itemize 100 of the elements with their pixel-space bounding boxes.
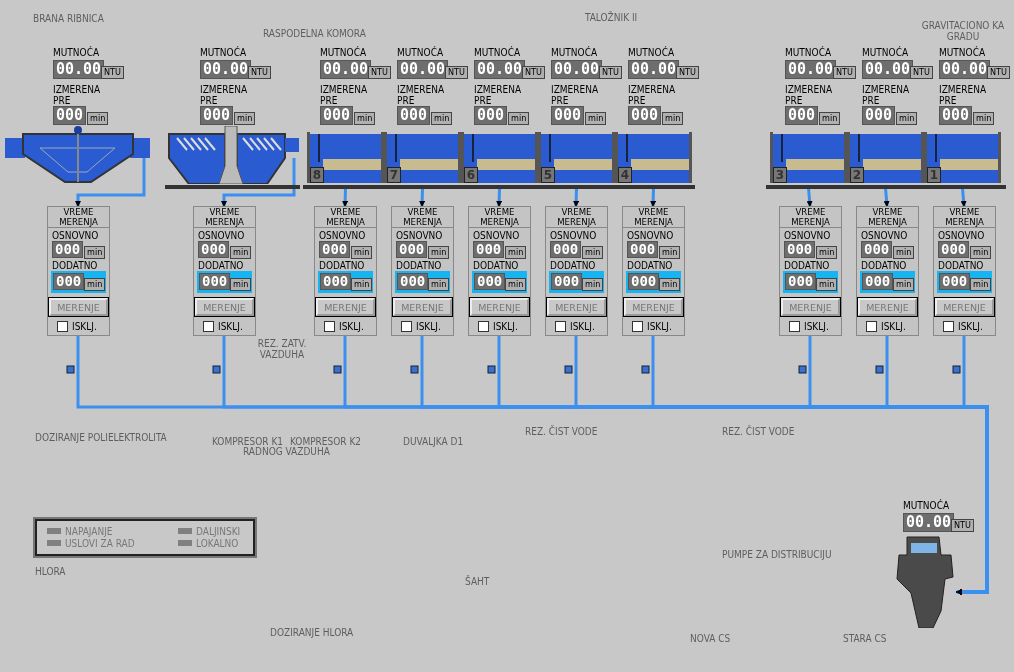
readout-caption: MUTNOĆA (551, 47, 598, 58)
control-panel (314, 206, 377, 336)
unit-label: NTU (445, 66, 468, 79)
background-label: REZ. ČIST VODE (722, 426, 795, 437)
panel-heading: VREME MERENJA (315, 207, 376, 228)
background-label: TALOŽNIK II (585, 12, 638, 23)
panel-heading: VREME MERENJA (857, 207, 918, 228)
digital-readout: 000 (785, 106, 819, 125)
pipe-connector (496, 187, 503, 207)
unit-label: min (87, 112, 109, 125)
unit-label: min (659, 278, 681, 291)
readout-caption: MUTNOĆA (939, 47, 986, 58)
filter-number: 7 (387, 167, 401, 183)
checkbox-label: ISKLJ. (339, 321, 364, 332)
measure-button: MERENJE (49, 298, 108, 316)
field-caption: DODATNO (473, 260, 519, 271)
unit-label: min (585, 112, 607, 125)
pipe-connector (956, 336, 989, 595)
field-caption: OSNOVNO (473, 230, 520, 241)
checkbox-label: ISKLJ. (416, 321, 441, 332)
background-label: ŠAHT (465, 576, 490, 587)
digital-readout: 000 (551, 106, 585, 125)
readout-caption: MUTNOĆA (397, 47, 444, 58)
field-caption: OSNOVNO (396, 230, 443, 241)
digital-readout: 000 (199, 273, 231, 290)
field-caption: OSNOVNO (198, 230, 245, 241)
digital-readout: 000 (397, 273, 429, 290)
background-label: REZ. ČIST VODE (525, 426, 598, 437)
unit-label: NTU (676, 66, 699, 79)
measure-button: MERENJE (858, 298, 917, 316)
digital-readout: 000 (550, 241, 582, 258)
unit-label: min (816, 278, 838, 291)
field-caption: OSNOVNO (861, 230, 908, 241)
readout-caption: MUTNOĆA (200, 47, 247, 58)
digital-readout: 00.00 (397, 60, 449, 79)
field-caption: DODATNO (319, 260, 365, 271)
control-panel (933, 206, 996, 336)
unit-label: min (970, 278, 992, 291)
digital-readout: 00.00 (862, 60, 914, 79)
panel-heading: VREME MERENJA (48, 207, 109, 228)
background-label: KOMPRESOR K1 (212, 436, 284, 447)
digital-readout: 00.00 (320, 60, 372, 79)
panel-heading: VREME MERENJA (780, 207, 841, 228)
control-panel (622, 206, 685, 336)
digital-readout: 000 (53, 273, 85, 290)
field-caption: DODATNO (784, 260, 830, 271)
digital-readout: 000 (320, 106, 354, 125)
unit-label: min (819, 112, 841, 125)
unit-label: min (351, 278, 373, 291)
panel-heading: VREME MERENJA (546, 207, 607, 228)
readout-caption: MUTNOĆA (903, 500, 950, 511)
unit-label: NTU (248, 66, 271, 79)
control-panel (468, 206, 531, 336)
unit-label: min (505, 246, 527, 259)
unit-label: min (84, 278, 106, 291)
digital-readout: 000 (939, 106, 973, 125)
measure-button: MERENJE (195, 298, 254, 316)
background-label: DOZIRANJE HLORA (270, 627, 354, 638)
control-panel (545, 206, 608, 336)
legend-label: DALJINSKI (196, 526, 241, 537)
digital-readout: 000 (396, 241, 428, 258)
pipe-connector (75, 158, 146, 207)
digital-readout: 000 (200, 106, 234, 125)
filter-number: 3 (773, 167, 787, 183)
unit-label: NTU (101, 66, 124, 79)
control-panel (193, 206, 256, 336)
checkbox-label: ISKLJ. (881, 321, 906, 332)
background-label: GRAVITACIONO KA GRADU (920, 20, 1006, 42)
field-caption: DODATNO (550, 260, 596, 271)
panel-heading: VREME MERENJA (392, 207, 453, 228)
background-label: RADNOG VAZDUHA (243, 446, 330, 457)
unit-label: min (505, 278, 527, 291)
field-caption: OSNOVNO (938, 230, 985, 241)
digital-readout: 00.00 (903, 513, 955, 532)
clarifier-drawing (5, 126, 150, 184)
legend-label: LOKALNO (196, 538, 239, 549)
filter-number: 1 (927, 167, 941, 183)
readout-caption: MUTNOĆA (785, 47, 832, 58)
digital-readout: 000 (938, 241, 970, 258)
digital-readout: 000 (551, 273, 583, 290)
readout-caption: IZMERENA PRE (628, 84, 677, 106)
unit-label: min (582, 278, 604, 291)
unit-label: min (234, 112, 256, 125)
field-caption: DODATNO (861, 260, 907, 271)
digital-readout: 000 (628, 106, 662, 125)
filter-tank-drawing (538, 132, 615, 183)
unit-label: NTU (833, 66, 856, 79)
unit-label: min (973, 112, 995, 125)
panel-heading: VREME MERENJA (194, 207, 255, 228)
digital-readout: 00.00 (785, 60, 837, 79)
checkbox-label: ISKLJ. (958, 321, 983, 332)
unit-label: min (893, 278, 915, 291)
measure-button: MERENJE (624, 298, 683, 316)
digital-readout: 00.00 (200, 60, 252, 79)
readout-caption: IZMERENA PRE (862, 84, 911, 106)
filter-tank-drawing (847, 132, 924, 183)
unit-label: min (428, 278, 450, 291)
filter-tank-drawing (307, 132, 384, 183)
turbidimeter-drawing (893, 533, 957, 628)
pipe-connector (573, 187, 580, 207)
